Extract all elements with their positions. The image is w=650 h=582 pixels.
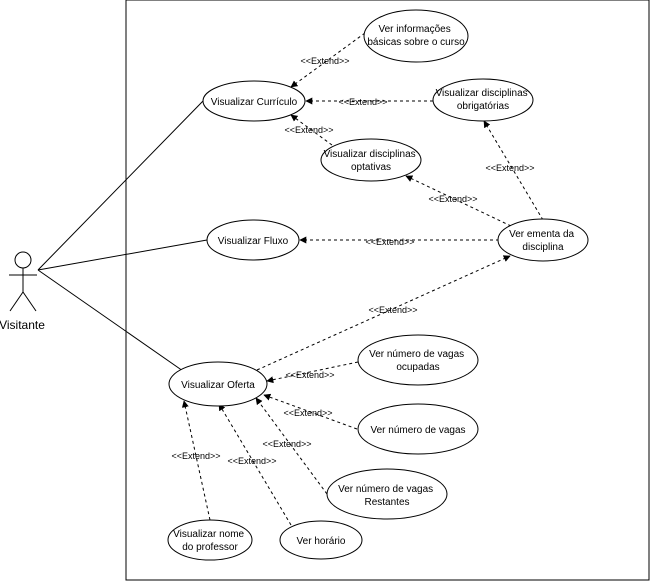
use-case-label: ocupadas (396, 362, 439, 373)
extend-label-horario: <<Extend>> (227, 456, 276, 466)
extend-label-vagas: <<Extend>> (283, 408, 332, 418)
extend-line-vagas-restantes (255, 397, 328, 495)
extend-label-ementa-optativas: <<Extend>> (428, 194, 477, 204)
extend-label-optativas: <<Extend>> (284, 125, 333, 135)
use-case-label: do professor (182, 542, 238, 553)
actor-right-leg (22, 291, 37, 312)
svg-text:Visualizar nome do profe: Visualizar nome do professor (173, 529, 247, 553)
svg-text:Visualizar Oferta: Visualizar Oferta (181, 380, 255, 391)
svg-text:Visualizar Fluxo: Visualizar Fluxo (218, 236, 289, 247)
use-case-label: Visualizar disciplinas (324, 149, 416, 160)
use-case-visualizar-fluxo[interactable]: Visualizar Fluxo (206, 219, 300, 261)
extend-label-nome-professor: <<Extend>> (171, 451, 220, 461)
use-case-label: Ver número de vagas (338, 484, 433, 495)
extend-label-obrigatorias: <<Extend>> (338, 97, 387, 107)
svg-text:Ver informações básicas: Ver informações básicas sobre o curso (367, 24, 465, 48)
use-case-ver-numero-vagas-restantes[interactable]: Ver número de vagas Restantes (326, 468, 448, 520)
use-case-visualizar-nome-professor[interactable]: Visualizar nome do professor (167, 519, 253, 561)
svg-text:Ver ementa da disciplina: Ver ementa da disciplina (509, 229, 577, 253)
svg-text:Visualizar Currículo: Visualizar Currículo (211, 97, 298, 108)
extend-label-vagas-restantes: <<Extend>> (262, 439, 311, 449)
svg-text:Ver horário: Ver horário (297, 536, 346, 547)
use-case-label: Visualizar nome (173, 529, 244, 540)
extend-line-optativas (290, 114, 333, 146)
extend-label-oferta-ementa: <<Extend>> (368, 305, 417, 315)
svg-text:Visualizar disciplinas o: Visualizar disciplinas optativas (324, 149, 419, 173)
extend-line-oferta-ementa (256, 255, 511, 371)
association-curriculo (37, 100, 204, 271)
extend-line-vagas (263, 393, 358, 430)
extend-label-info-basicas: <<Extend>> (300, 56, 349, 66)
use-case-visualizar-curriculo[interactable]: Visualizar Currículo (202, 80, 306, 122)
use-case-label: obrigatórias (457, 101, 509, 112)
use-case-visualizar-oferta[interactable]: Visualizar Oferta (168, 361, 268, 407)
use-case-label: básicas sobre o curso (367, 37, 465, 48)
extend-line-ementa-obrigatorias (483, 120, 544, 221)
extend-label-ementa-fluxo: <<Extend>> (365, 237, 414, 247)
use-case-ver-numero-vagas-ocupadas[interactable]: Ver número de vagas ocupadas (357, 334, 479, 386)
use-case-label: Restantes (364, 497, 409, 508)
extend-label-vagas-ocupadas: <<Extend>> (285, 370, 334, 380)
use-case-label: optativas (351, 162, 391, 173)
use-case-label: Visualizar Fluxo (218, 236, 289, 247)
use-case-visualizar-disciplinas-optativas[interactable]: Visualizar disciplinas optativas (320, 138, 422, 182)
use-case-ver-ementa-disciplina[interactable]: Ver ementa da disciplina (497, 218, 589, 262)
use-case-label: Ver horário (297, 536, 346, 547)
use-case-ver-informacoes-basicas[interactable]: Ver informações básicas sobre o curso (363, 9, 469, 63)
svg-text:Ver número de vagas: Ver número de vagas (370, 425, 465, 436)
use-case-label: Visualizar disciplinas (436, 88, 528, 99)
use-case-visualizar-disciplinas-obrigatorias[interactable]: Visualizar disciplinas obrigatórias (432, 78, 534, 122)
use-case-label: Ver ementa da (509, 229, 574, 240)
use-case-label: Ver número de vagas (370, 425, 465, 436)
use-case-ver-numero-vagas[interactable]: Ver número de vagas (357, 403, 479, 455)
actor-head (14, 251, 32, 269)
use-case-label: Visualizar Oferta (181, 380, 255, 391)
use-case-label: Ver número de vagas (369, 349, 464, 360)
svg-text:Visualizar disciplinas o: Visualizar disciplinas obrigatórias (436, 88, 531, 112)
extend-label-ementa-obrigatorias: <<Extend>> (485, 163, 534, 173)
use-case-label: Ver informações (378, 24, 450, 35)
svg-text:Ver número de vagas ocup: Ver número de vagas ocupadas (369, 349, 467, 373)
use-case-label: disciplina (522, 242, 564, 253)
association-fluxo (37, 239, 208, 271)
association-oferta (37, 269, 184, 372)
svg-text:Ver número de vagas Rest: Ver número de vagas Restantes (338, 484, 436, 508)
extend-line-nome-professor (181, 400, 211, 521)
extend-line-ementa-optativas (405, 175, 512, 227)
actor-visitante[interactable]: Visitante (0, 251, 45, 332)
use-case-label: Visualizar Currículo (211, 97, 298, 108)
use-case-ver-horario[interactable]: Ver horário (279, 520, 363, 560)
actor-left-leg (9, 291, 24, 312)
actor-label: Visitante (0, 318, 45, 332)
